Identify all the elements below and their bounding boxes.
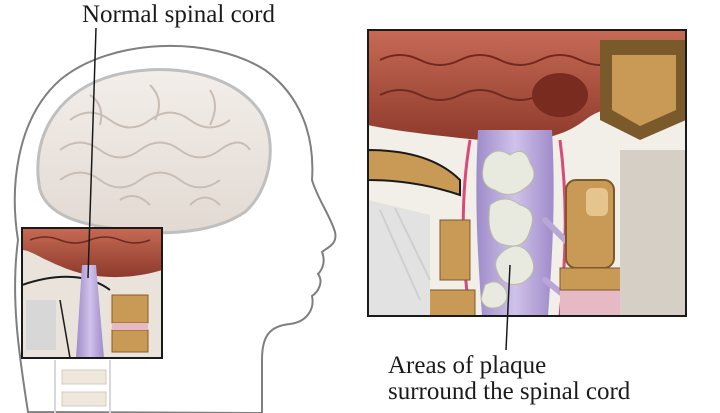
label-normal-spinal-cord: Normal spinal cord bbox=[82, 1, 276, 28]
label-plaque: Areas of plaque surround the spinal cord bbox=[388, 352, 631, 406]
leader-line-normal bbox=[87, 27, 97, 279]
leader-line-plaque bbox=[505, 264, 511, 351]
label-plaque-line1: Areas of plaque bbox=[388, 352, 547, 379]
magnified-inset-icon bbox=[368, 30, 686, 316]
small-inset-border bbox=[21, 227, 163, 359]
magnified-inset-border bbox=[367, 29, 687, 317]
small-inset-box bbox=[22, 228, 162, 358]
label-plaque-line2: surround the spinal cord bbox=[388, 378, 631, 406]
